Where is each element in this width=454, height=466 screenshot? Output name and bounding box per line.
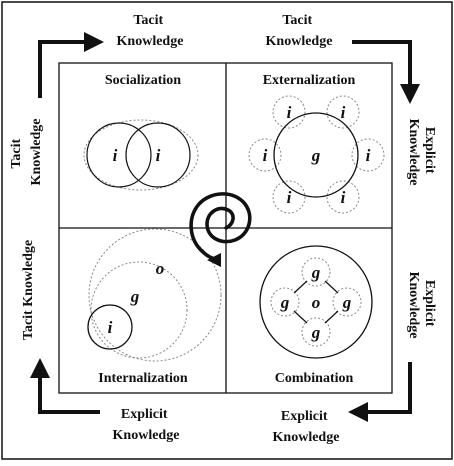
externalization-symbol-i: i [287, 103, 292, 122]
externalization-group-circle [273, 112, 359, 198]
externalization-dotted-circle [326, 95, 360, 129]
combination-figure: g g g g o [259, 245, 373, 359]
arrow-bottom-right [348, 362, 412, 422]
combination-dotted-circle [270, 287, 300, 317]
externalization-dotted-circle [248, 138, 282, 172]
internalization-symbol-g: g [130, 287, 140, 306]
socialization-symbol-left: i [113, 146, 118, 165]
internalization-group-circle [90, 261, 188, 359]
combination-symbol-o: o [312, 293, 321, 312]
combination-link [293, 310, 308, 324]
externalization-symbol-i: i [287, 188, 292, 207]
spiral-path [189, 192, 252, 262]
quadrant-title-combination: Combination [275, 371, 354, 386]
spiral-icon [189, 192, 252, 267]
spiral-arrowhead [207, 253, 221, 267]
combination-symbol-g: g [280, 293, 290, 312]
externalization-symbol-i: i [341, 103, 346, 122]
quadrant-title-socialization: Socialization [105, 73, 181, 88]
externalization-symbol-i: i [263, 146, 268, 165]
arrow-bottom-left [30, 358, 100, 414]
label-right-upper: Explicit Knowledge [406, 119, 437, 186]
internalization-individual-circle [87, 304, 133, 350]
combination-dotted-circle [332, 287, 362, 317]
socialization-dotted-ellipse [83, 119, 199, 191]
socialization-circle-left [86, 122, 152, 188]
internalization-figure: o g i [87, 228, 222, 362]
quadrant-title-externalization: Externalization [263, 73, 356, 88]
socialization-circle-right [125, 122, 191, 188]
externalization-symbol-g: g [311, 146, 321, 165]
label-bottom-right: Explicit Knowledge [273, 409, 340, 445]
quadrant-title-internalization: Internalization [98, 371, 188, 386]
internalization-symbol-o: o [156, 259, 165, 278]
arrow-top-right [352, 40, 420, 104]
combination-symbol-g: g [311, 263, 321, 282]
externalization-symbol-i: i [341, 188, 346, 207]
combination-symbol-g: g [311, 323, 321, 342]
externalization-symbol-i: i [366, 146, 371, 165]
externalization-figure: i i i i i i g [248, 95, 385, 214]
combination-link [324, 280, 339, 294]
label-bottom-left: Explicit Knowledge [113, 407, 180, 443]
combination-dotted-circle [301, 317, 331, 347]
externalization-dotted-circle [272, 180, 306, 214]
arrow-top-left [38, 32, 104, 98]
internalization-org-circle [88, 228, 222, 362]
internalization-symbol-i: i [108, 318, 113, 337]
label-right-lower: Explicit Knowledge [406, 272, 437, 339]
externalization-dotted-circle [326, 180, 360, 214]
combination-org-circle [259, 245, 373, 359]
socialization-symbol-right: i [156, 146, 161, 165]
label-top-right: Tacit Knowledge [266, 13, 333, 49]
externalization-dotted-circle [351, 138, 385, 172]
combination-link [293, 280, 308, 294]
socialization-figure: i i [83, 119, 199, 191]
label-left-upper: Tacit Knowledge [9, 119, 44, 186]
externalization-dotted-circle [272, 95, 306, 129]
label-left-lower: Tacit Knowledge [21, 240, 36, 340]
combination-dotted-circle [301, 257, 331, 287]
label-top-left: Tacit Knowledge [117, 13, 184, 49]
combination-link [324, 310, 339, 324]
combination-symbol-g: g [342, 293, 352, 312]
